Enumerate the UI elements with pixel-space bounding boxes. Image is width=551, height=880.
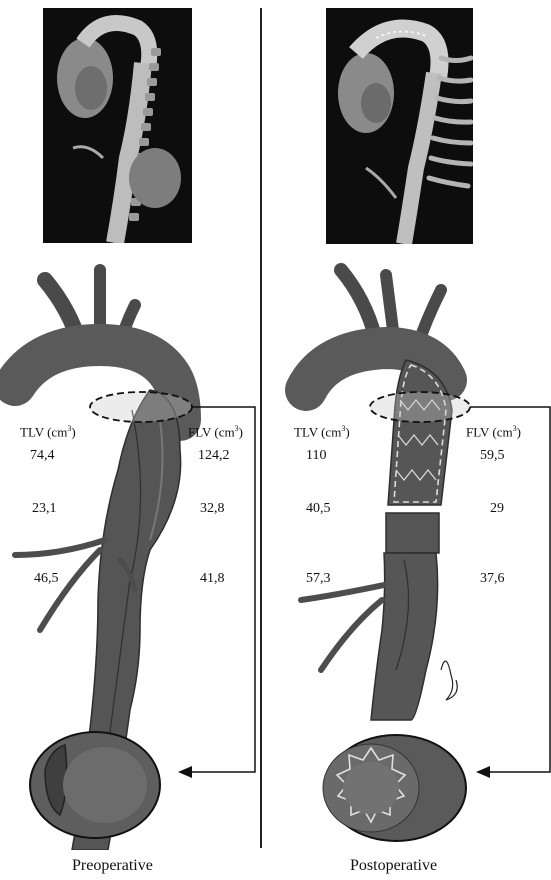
flv-value: 124,2 (198, 448, 230, 464)
preoperative-panel: TLV (cm3) FLV (cm3) 74,4 124,2 23,1 32,8… (0, 0, 275, 880)
postoperative-aorta-illustration (276, 250, 551, 850)
tlv-value: 74,4 (30, 448, 55, 464)
flv-value: 29 (490, 501, 504, 517)
postoperative-panel: TLV (cm3) FLV (cm3) 110 59,5 40,5 29 57,… (276, 0, 551, 880)
tlv-value: 23,1 (32, 501, 57, 517)
preoperative-aorta-drawing (0, 250, 275, 850)
preoperative-ct-render (43, 8, 192, 243)
postoperative-aorta-drawing (276, 250, 551, 850)
flv-value: 41,8 (200, 571, 225, 587)
tlv-value: 57,3 (306, 571, 331, 587)
postoperative-ct-render (326, 8, 473, 244)
flv-column-header: FLV (cm3) (188, 424, 243, 440)
preoperative-ct-image (43, 8, 192, 243)
tlv-value: 40,5 (306, 501, 331, 517)
postoperative-caption: Postoperative (350, 857, 437, 875)
flv-value: 37,6 (480, 571, 505, 587)
preoperative-aorta-illustration (0, 250, 275, 850)
flv-column-header: FLV (cm3) (466, 424, 521, 440)
preoperative-caption: Preoperative (72, 857, 153, 875)
postoperative-ct-image (326, 8, 473, 244)
flv-value: 32,8 (200, 501, 225, 517)
tlv-column-header: TLV (cm3) (20, 424, 76, 440)
flv-value: 59,5 (480, 448, 505, 464)
tlv-value: 46,5 (34, 571, 59, 587)
tlv-value: 110 (306, 448, 326, 464)
tlv-column-header: TLV (cm3) (294, 424, 350, 440)
